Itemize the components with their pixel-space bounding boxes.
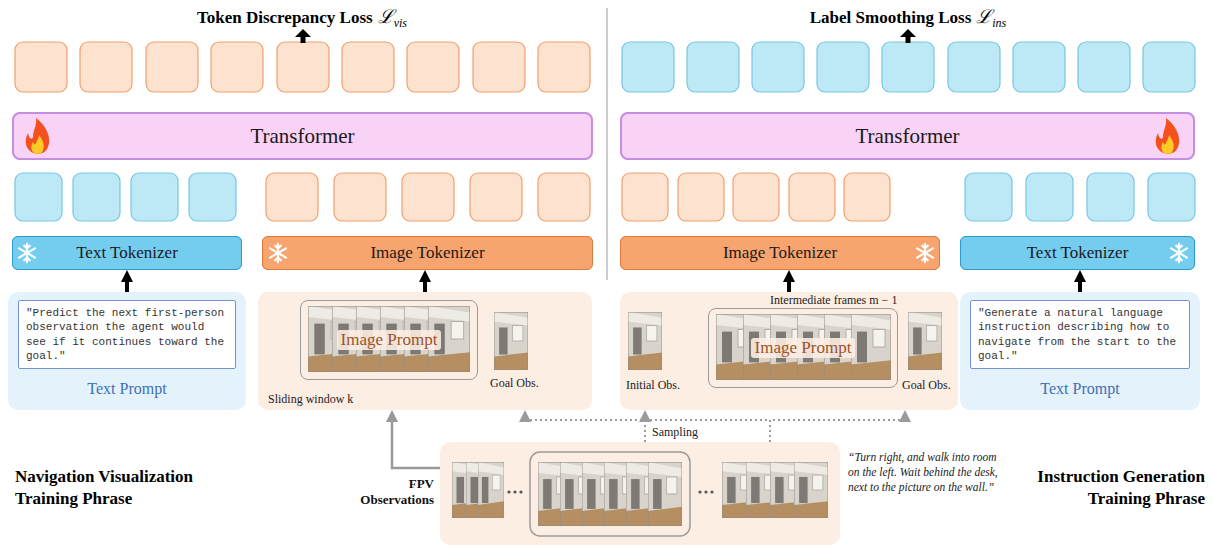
image-prompt-label: Image Prompt xyxy=(337,330,442,350)
observation-frames xyxy=(308,306,942,536)
arrow-connector xyxy=(644,419,646,442)
box-label: Transformer xyxy=(855,124,959,149)
tokenizer-box: Image Tokenizer xyxy=(620,236,940,270)
phase-title: Instruction Generation Training Phrase xyxy=(985,466,1205,510)
prompt-text: "Generate a natural language instruction… xyxy=(978,306,1182,363)
loss-arrow xyxy=(295,29,916,43)
arrow-connector xyxy=(770,419,905,442)
image-prompt-box: Image Prompt xyxy=(708,308,898,388)
box-fill xyxy=(8,112,1200,545)
arrow-connector xyxy=(1078,279,1082,292)
transformer-box: Transformer xyxy=(12,112,593,160)
tokenizer-box: Text Tokenizer xyxy=(960,236,1195,270)
phase-title: Navigation Visualization Training Phrase xyxy=(15,466,250,510)
prompt-box: "Generate a natural language instruction… xyxy=(970,300,1190,369)
box-label: Image Tokenizer xyxy=(370,243,484,263)
tokenizer-box: Image Tokenizer xyxy=(262,236,593,270)
loss-symbol: ℒ xyxy=(378,5,394,27)
loss-title: Label Smoothing Loss xyxy=(810,8,972,27)
frames-label: Intermediate frames m − 1 xyxy=(770,293,897,308)
image-prompt-label: Image Prompt xyxy=(751,338,856,358)
frame-label: Goal Obs. xyxy=(490,376,539,391)
panel-label: Text Prompt xyxy=(960,380,1200,398)
loss-title: Token Discrepancy Loss xyxy=(197,8,373,27)
transformer-box: Transformer xyxy=(620,112,1195,160)
image-prompt-box: Image Prompt xyxy=(300,300,478,380)
loss-symbol: ℒ xyxy=(976,5,992,27)
arrow-connector xyxy=(787,279,791,292)
panel-label: Text Prompt xyxy=(8,380,246,398)
loss-subscript: vis xyxy=(394,16,407,30)
image-panel: Goal Obs. Sliding window k Image Prompt xyxy=(258,292,592,410)
box-label: Text Tokenizer xyxy=(76,243,178,263)
prompt-box: "Predict the next first-person observati… xyxy=(18,300,236,369)
prompt-text: "Predict the next first-person observati… xyxy=(26,306,228,363)
loss-heading: Token Discrepancy Loss ℒvis xyxy=(197,3,407,31)
loss-heading: Label Smoothing Lossℒins xyxy=(810,3,1007,31)
box-label: Transformer xyxy=(250,124,354,149)
arrow-connector xyxy=(525,419,770,442)
divider xyxy=(606,8,608,280)
instruction-quote: “Turn right, and walk into room on the l… xyxy=(848,450,998,495)
arrow-connector xyxy=(392,419,440,468)
frame-label: Goal Obs. xyxy=(902,378,951,393)
annotation: Sampling xyxy=(652,425,698,440)
box-label: Text Tokenizer xyxy=(1027,243,1129,263)
icon xyxy=(19,118,1187,262)
arrow-connector xyxy=(125,279,129,292)
arrow-connector xyxy=(423,279,427,292)
image-panel: Intermediate frames m − 1 Initial Obs. Goa… xyxy=(620,292,958,410)
loss-subscript: ins xyxy=(992,16,1006,30)
observation-panel: FPV Observations xyxy=(440,442,840,545)
window-label: Sliding window k xyxy=(268,392,353,407)
tokenizer-box: Text Tokenizer xyxy=(12,236,242,270)
prompt-panel: Text Prompt "Predict the next first-perso… xyxy=(8,292,246,410)
frame-label: Initial Obs. xyxy=(626,378,680,393)
panel-label: FPV Observations xyxy=(348,476,434,507)
box-label: Image Tokenizer xyxy=(723,243,837,263)
prompt-panel: Text Prompt "Generate a natural language … xyxy=(960,292,1200,410)
